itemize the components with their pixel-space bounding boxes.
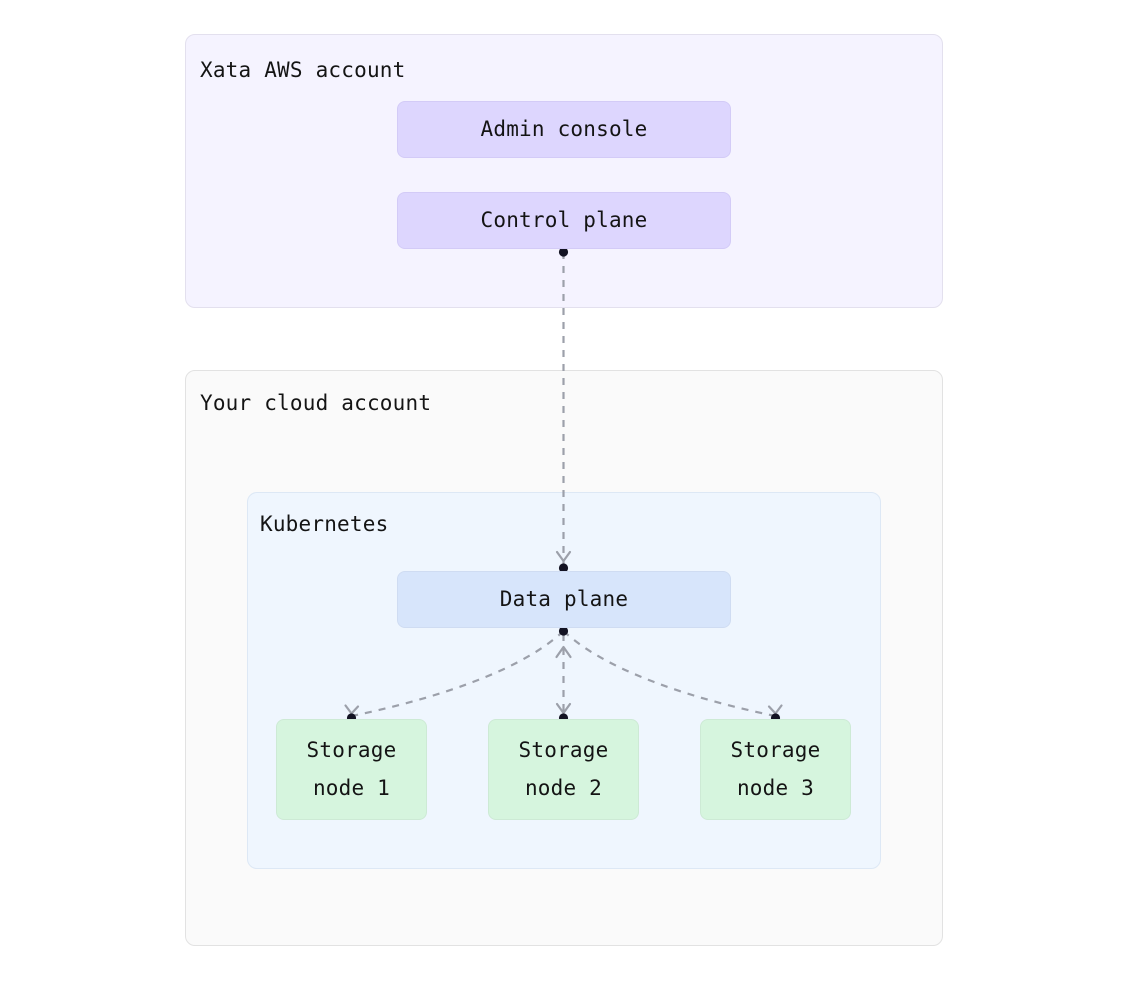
group-label-your-cloud-account: Your cloud account [200,391,432,415]
node-control-plane[interactable]: Control plane [397,192,731,249]
node-storage-node-1-label: Storage node 1 [306,738,397,800]
group-label-kubernetes: Kubernetes [260,512,389,536]
node-storage-node-3-label: Storage node 3 [730,738,821,800]
node-data-plane[interactable]: Data plane [397,571,731,628]
node-data-plane-label: Data plane [499,586,629,611]
node-control-plane-label: Control plane [480,207,648,232]
node-admin-console[interactable]: Admin console [397,101,731,158]
group-label-xata-aws-account: Xata AWS account [200,58,406,82]
node-admin-console-label: Admin console [480,116,648,141]
node-storage-node-2[interactable]: Storage node 2 [488,719,639,820]
node-storage-node-3[interactable]: Storage node 3 [700,719,851,820]
node-storage-node-1[interactable]: Storage node 1 [276,719,427,820]
node-storage-node-2-label: Storage node 2 [518,738,609,800]
